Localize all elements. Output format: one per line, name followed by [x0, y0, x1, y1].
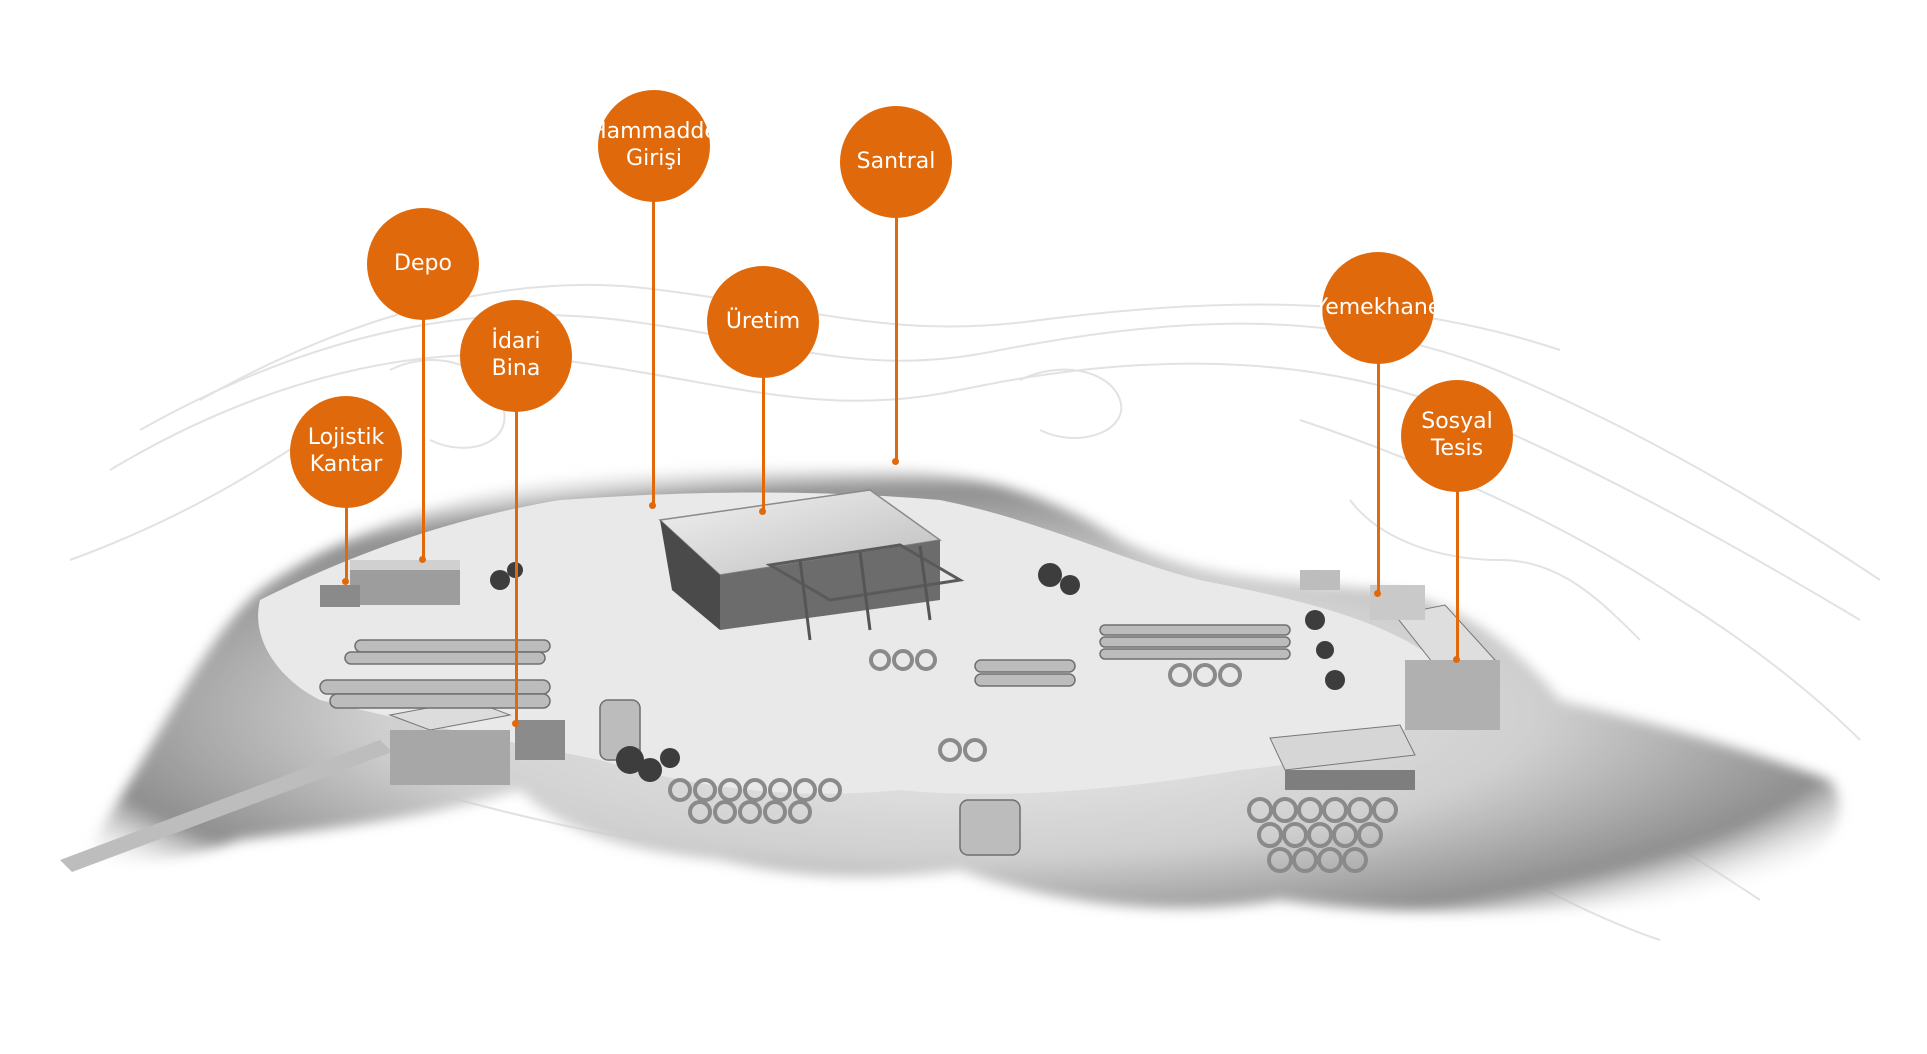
marker-label: Depo: [394, 250, 452, 276]
marker-anchor-dot: [342, 578, 349, 585]
marker-stem: [422, 318, 425, 560]
marker-anchor-dot: [1374, 590, 1381, 597]
marker-bubble: Santral: [840, 106, 952, 218]
marker-label: Hammadde Girişi: [590, 119, 718, 171]
marker-label: İdari Bina: [491, 329, 541, 381]
production-hall: [658, 489, 965, 641]
marker-stem: [1377, 362, 1380, 594]
marker-stem: [345, 506, 348, 582]
marker-anchor-dot: [892, 458, 899, 465]
marker-label: Santral: [856, 148, 936, 174]
marker-label: Üretim: [725, 308, 801, 334]
concrete-pipe-stacks: [319, 624, 1291, 856]
marker-anchor-dot: [759, 508, 766, 515]
site-ground: [80, 470, 1840, 912]
storage-shed: [1269, 724, 1416, 790]
marker-stem: [895, 216, 898, 462]
marker-stem: [762, 376, 765, 512]
concrete-ring-clusters: [668, 649, 1398, 873]
marker-stem: [515, 410, 518, 724]
marker-anchor-dot: [1453, 656, 1460, 663]
marker-bubble: Hammadde Girişi: [590, 90, 718, 202]
warehouse-building: [320, 560, 460, 607]
marker-anchor-dot: [649, 502, 656, 509]
marker-anchor-dot: [419, 556, 426, 563]
marker-label: Sosyal Tesis: [1421, 409, 1493, 461]
marker-label: Yemekhane: [1314, 294, 1442, 320]
marker-bubble: Üretim: [707, 266, 819, 378]
marker-stem: [652, 200, 655, 506]
marker-bubble: Depo: [367, 208, 479, 320]
trees: [490, 562, 1345, 782]
access-road: [60, 740, 392, 872]
marker-bubble: Lojistik Kantar: [290, 396, 402, 508]
marker-stem: [1456, 490, 1459, 660]
marker-label: Lojistik Kantar: [307, 425, 385, 477]
marker-bubble: İdari Bina: [460, 300, 572, 412]
social-building: [1300, 570, 1500, 730]
marker-bubble: Yemekhane: [1315, 252, 1441, 364]
marker-bubble: Sosyal Tesis: [1401, 380, 1513, 492]
marker-anchor-dot: [512, 720, 519, 727]
